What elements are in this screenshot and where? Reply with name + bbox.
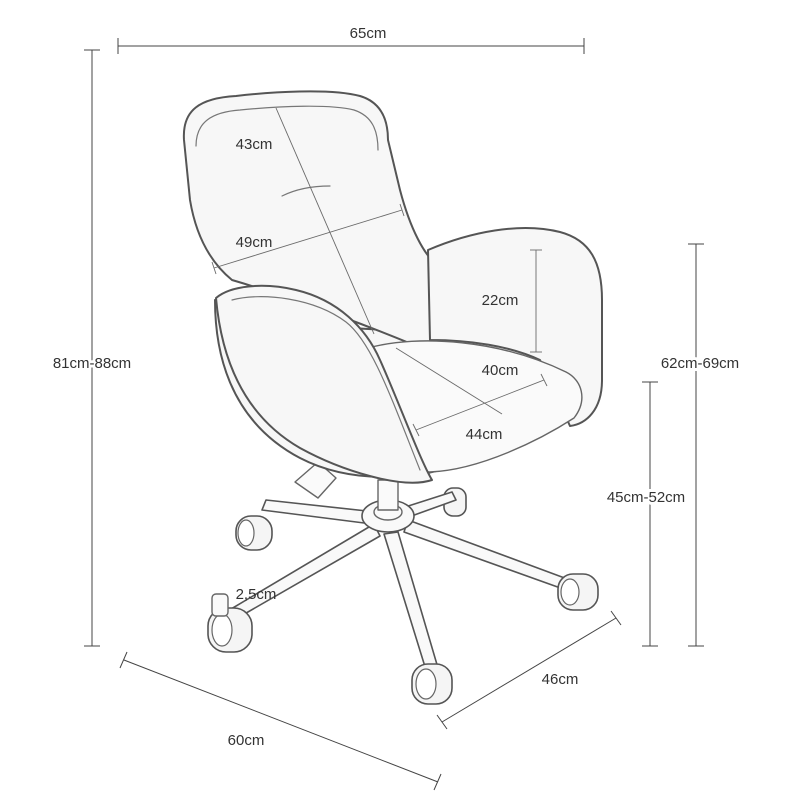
- label-base-depth: 60cm: [228, 732, 265, 749]
- star-base: [225, 479, 571, 671]
- caster-back-left: [235, 515, 273, 551]
- label-seat-height: 45cm-52cm: [607, 489, 685, 506]
- label-leg-thickness: 2,5cm: [236, 586, 277, 603]
- label-base-width: 46cm: [542, 671, 579, 688]
- left-side-panel: [215, 284, 433, 484]
- label-armrest-height: 62cm-69cm: [661, 355, 739, 372]
- label-seat-width: 44cm: [466, 426, 503, 443]
- office-chair-illustration: [182, 90, 603, 705]
- outer-dimension-lines: [84, 38, 704, 791]
- gas-lift-lever: [294, 461, 337, 499]
- dimension-labels: 65cm 81cm-88cm 62cm-69cm 45cm-52cm 60cm …: [50, 25, 742, 749]
- label-total-width: 65cm: [350, 25, 387, 42]
- inner-dimension-lines: [211, 107, 548, 437]
- label-seat-depth: 40cm: [482, 362, 519, 379]
- backrest: [182, 90, 441, 357]
- label-armrest-to-seat: 22cm: [482, 292, 519, 309]
- label-backrest-height: 43cm: [236, 136, 273, 153]
- label-total-height: 81cm-88cm: [53, 355, 131, 372]
- caster-front-left: [207, 593, 253, 653]
- caster-front: [411, 663, 453, 705]
- label-backrest-width: 49cm: [236, 234, 273, 251]
- caster-front-right: [557, 573, 599, 611]
